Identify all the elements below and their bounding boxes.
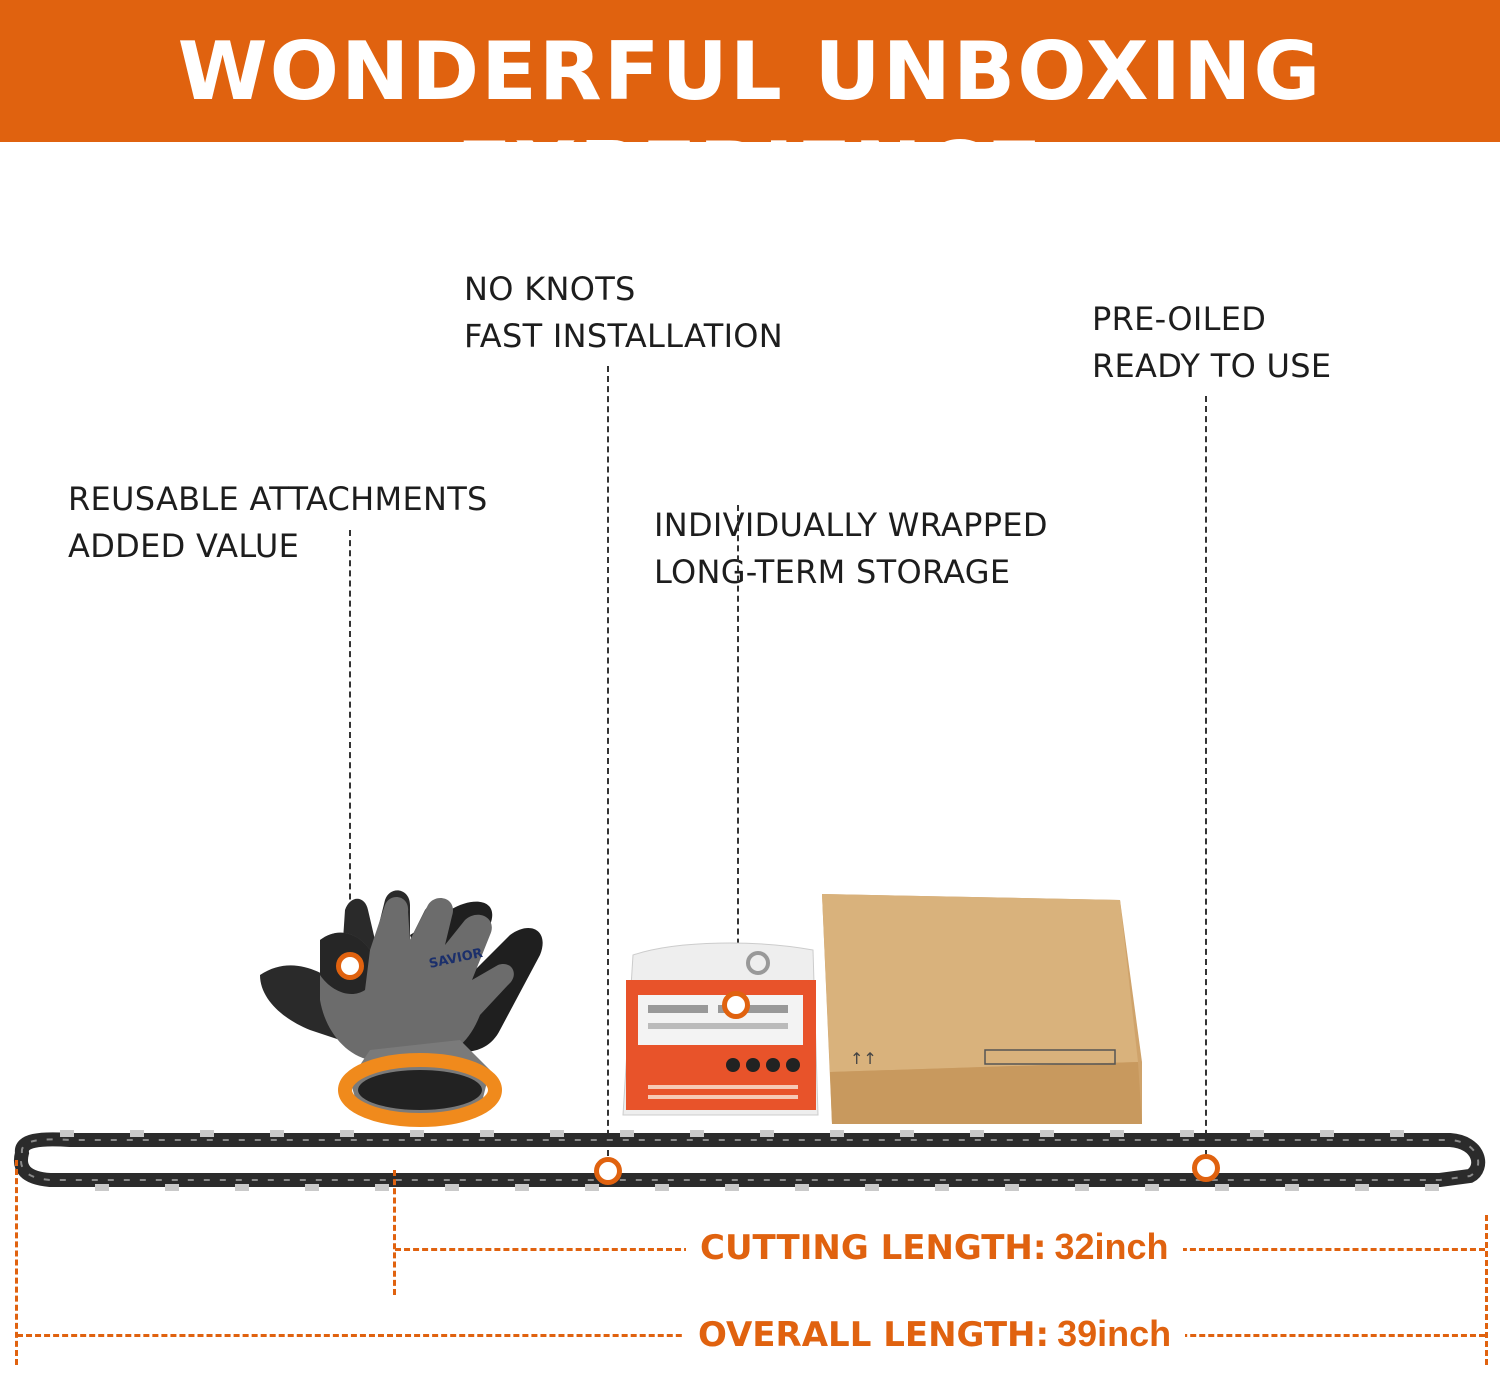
leader-line-pre-oiled (1205, 396, 1207, 1156)
callout-wrapped: INDIVIDUALLY WRAPPED LONG-TERM STORAGE (654, 502, 1048, 596)
marker-dot-pre-oiled (1192, 1154, 1220, 1182)
cardboard-box-image: ↑↑ (822, 894, 1142, 1124)
cutting-length-label: CUTTING LENGTH:32inch (686, 1226, 1183, 1268)
callout-line: READY TO USE (1092, 347, 1332, 385)
saw-chain-image (14, 1130, 1486, 1191)
wrapped-package-image (622, 942, 819, 1116)
overall-length-value: 39inch (1057, 1313, 1172, 1354)
callout-line: LONG-TERM STORAGE (654, 553, 1011, 591)
leader-line-gloves (349, 530, 351, 950)
callout-line: REUSABLE ATTACHMENTS (68, 480, 488, 518)
dimension-tick-cutting-left (393, 1170, 396, 1295)
cutting-length-text: CUTTING LENGTH: (700, 1228, 1047, 1268)
dimension-tick-right (1485, 1215, 1488, 1365)
leader-line-no-knots (607, 366, 609, 1156)
overall-length-label: OVERALL LENGTH:39inch (684, 1313, 1186, 1355)
callout-line: NO KNOTS (464, 270, 636, 308)
marker-dot-package (722, 991, 750, 1019)
leader-line-wrapped (737, 505, 739, 995)
marker-dot-no-knots (594, 1157, 622, 1185)
gloves-image: SAVIOR (260, 890, 543, 1127)
svg-text:↑↑: ↑↑ (850, 1049, 877, 1068)
cutting-length-value: 32inch (1054, 1226, 1169, 1267)
header-banner: WONDERFUL UNBOXING EXPERIENCE (0, 0, 1500, 218)
marker-dot-gloves (336, 952, 364, 980)
callout-reusable: REUSABLE ATTACHMENTS ADDED VALUE (68, 476, 488, 570)
callout-line: INDIVIDUALLY WRAPPED (654, 506, 1048, 544)
callout-pre-oiled: PRE-OILED READY TO USE (1092, 296, 1331, 390)
banner-title: WONDERFUL UNBOXING EXPERIENCE (177, 25, 1323, 218)
callout-line: FAST INSTALLATION (464, 317, 784, 355)
callout-line: ADDED VALUE (68, 527, 300, 565)
overall-length-text: OVERALL LENGTH: (698, 1315, 1050, 1355)
callout-line: PRE-OILED (1092, 300, 1267, 338)
callout-no-knots: NO KNOTS FAST INSTALLATION (464, 266, 783, 360)
dimension-tick-overall-left (15, 1160, 18, 1365)
